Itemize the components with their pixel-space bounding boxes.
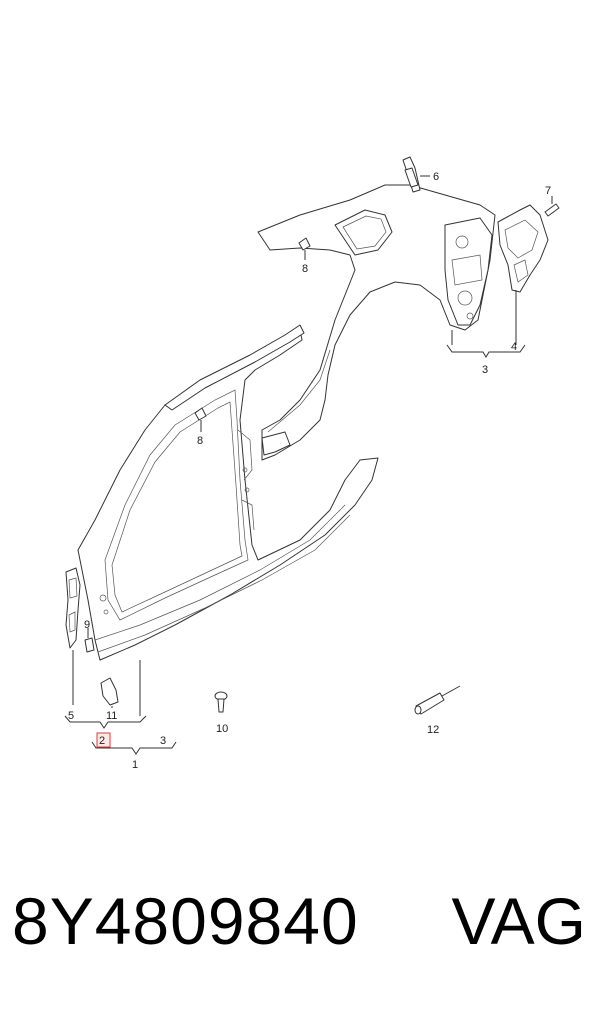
part-7-screw bbox=[544, 196, 560, 217]
part-11-bracket bbox=[100, 677, 119, 708]
label-10: 10 bbox=[216, 723, 228, 735]
part-number: 8Y4809840 bbox=[12, 884, 359, 958]
part-labels: 6 7 8 4 3 8 9 5 11 10 12 2 3 1 bbox=[68, 171, 551, 771]
label-5: 5 bbox=[68, 710, 74, 722]
label-2-highlight bbox=[96, 732, 111, 748]
label-1: 1 bbox=[132, 759, 138, 771]
brand-name: VAG bbox=[451, 884, 586, 958]
label-8-mid: 8 bbox=[197, 435, 203, 447]
label-12: 12 bbox=[427, 724, 439, 736]
leader-lines bbox=[64, 290, 526, 755]
label-2: 2 bbox=[99, 735, 105, 747]
label-3-right: 3 bbox=[482, 364, 488, 376]
part-8-clip-top bbox=[298, 237, 311, 260]
part-10-push-clip bbox=[214, 691, 228, 713]
part-6-bracket bbox=[402, 156, 430, 193]
label-11: 11 bbox=[106, 710, 117, 722]
part-5-bracket bbox=[65, 567, 81, 705]
label-7: 7 bbox=[545, 185, 551, 197]
rear-inner-panel bbox=[444, 217, 493, 326]
label-8-top: 8 bbox=[302, 263, 308, 275]
label-4: 4 bbox=[511, 341, 517, 353]
part-4-panel bbox=[497, 204, 549, 293]
label-9: 9 bbox=[84, 619, 90, 631]
label-6: 6 bbox=[433, 171, 439, 183]
part-8-clip-mid bbox=[194, 407, 207, 432]
part-12-tube bbox=[414, 685, 461, 715]
label-3-left: 3 bbox=[160, 735, 166, 747]
side-panel-assembly bbox=[77, 184, 496, 661]
part-9-clip bbox=[84, 628, 95, 653]
